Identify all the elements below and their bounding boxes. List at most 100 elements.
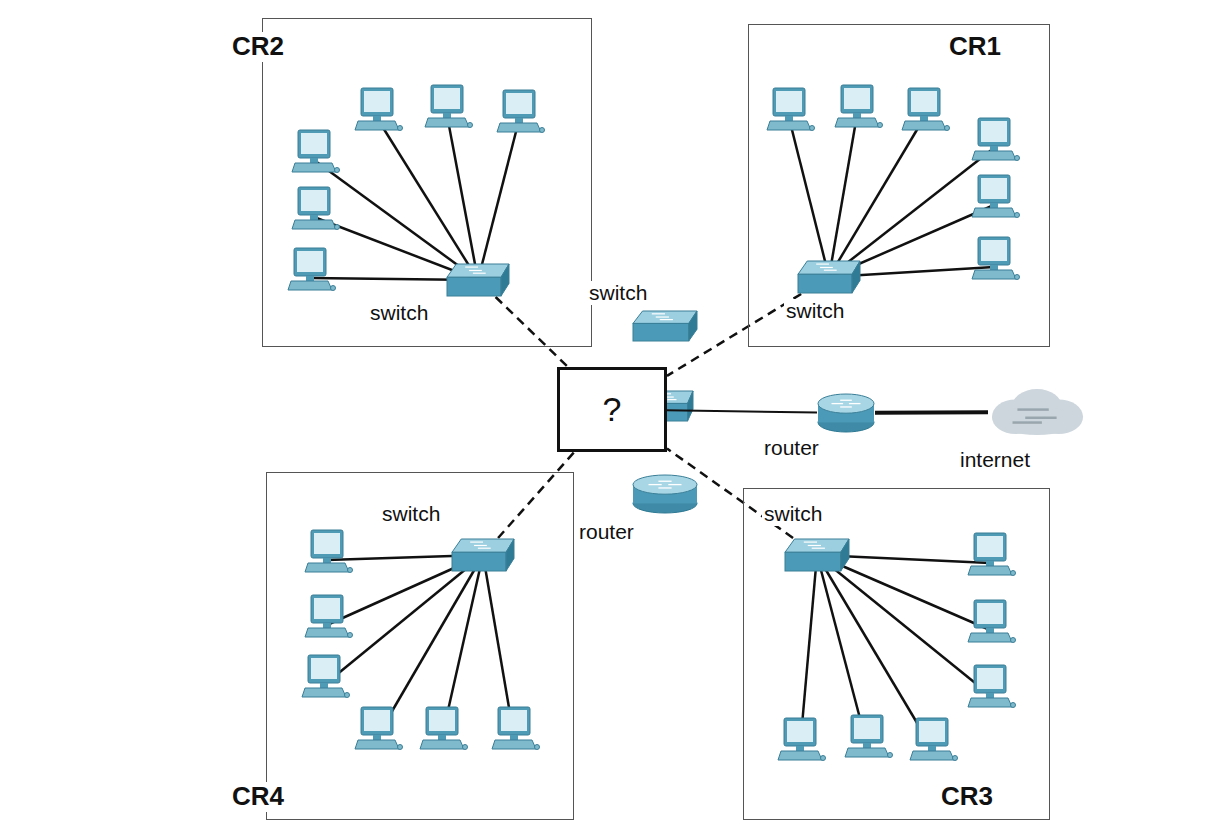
pc-mouse bbox=[335, 168, 340, 173]
switch-top bbox=[633, 311, 697, 323]
switch-arrow bbox=[465, 266, 478, 267]
pc-monitor bbox=[311, 595, 343, 623]
pc-monitor bbox=[298, 130, 330, 158]
router-arrow bbox=[840, 406, 852, 407]
pc-screen bbox=[977, 603, 1003, 624]
pc-icon bbox=[968, 533, 1016, 576]
pc-icon bbox=[492, 707, 540, 750]
dashed-link bbox=[498, 452, 574, 538]
switch-side bbox=[689, 311, 697, 341]
pc-icon bbox=[910, 718, 958, 761]
pc-stand bbox=[306, 276, 314, 281]
pc-icon bbox=[972, 118, 1020, 161]
network-cable bbox=[667, 410, 817, 412]
pc-mouse bbox=[348, 568, 353, 573]
pc-icon bbox=[972, 237, 1020, 280]
switch-arrow bbox=[804, 541, 817, 542]
pc-mouse bbox=[398, 745, 403, 750]
switch-arrow bbox=[478, 548, 491, 549]
pc-stand bbox=[986, 693, 994, 698]
pc-screen bbox=[429, 710, 455, 731]
pc-screen bbox=[844, 88, 870, 109]
pc-keyboard bbox=[497, 123, 541, 132]
ethernet-wire bbox=[829, 118, 924, 277]
router-arrow bbox=[649, 484, 662, 485]
cloud-puff bbox=[998, 406, 1076, 435]
pc-stand bbox=[796, 746, 804, 751]
pc-stand bbox=[373, 116, 381, 121]
pc-monitor bbox=[851, 715, 883, 743]
switch-icon: switch bbox=[784, 538, 850, 572]
pc-mouse bbox=[945, 126, 950, 131]
pc-screen bbox=[506, 93, 532, 114]
pc-screen bbox=[297, 251, 323, 272]
ethernet-wire bbox=[789, 118, 829, 277]
pc-monitor bbox=[773, 88, 805, 116]
device-label: switch bbox=[368, 301, 430, 325]
switch-arrow bbox=[652, 313, 665, 314]
router-icon: router bbox=[817, 393, 875, 433]
router-arrow bbox=[668, 484, 681, 485]
room-title: CR3 bbox=[938, 782, 996, 812]
pc-stand bbox=[510, 735, 518, 740]
pc-screen bbox=[981, 121, 1007, 142]
switch-icon-graphic bbox=[451, 538, 515, 572]
switch-icon: switch bbox=[446, 263, 510, 297]
pc-icon bbox=[845, 715, 893, 758]
pc-monitor bbox=[978, 237, 1010, 265]
pc-keyboard bbox=[288, 281, 332, 290]
pc-monitor bbox=[431, 85, 463, 113]
device-label: router bbox=[577, 520, 636, 544]
room-box: CR4switch bbox=[266, 472, 574, 820]
switch-arrow bbox=[470, 541, 483, 542]
pc-screen bbox=[911, 91, 937, 112]
device-label: internet bbox=[958, 448, 1032, 472]
switch-front bbox=[447, 277, 501, 296]
pc-icon bbox=[305, 530, 353, 573]
pc-icon bbox=[355, 707, 403, 750]
pc-monitor bbox=[974, 665, 1006, 693]
switch-arrow bbox=[816, 263, 829, 264]
pc-stand bbox=[373, 735, 381, 740]
pc-monitor bbox=[294, 248, 326, 276]
pc-screen bbox=[776, 91, 802, 112]
pc-stand bbox=[515, 118, 523, 123]
cloud-streak bbox=[1017, 408, 1048, 411]
switch-front bbox=[798, 274, 852, 293]
pc-screen bbox=[301, 133, 327, 154]
pc-screen bbox=[364, 91, 390, 112]
internet-cloud-graphic bbox=[988, 388, 1086, 436]
router-arrow bbox=[658, 481, 671, 482]
switch-arrow bbox=[667, 399, 676, 400]
switch-top bbox=[452, 539, 514, 552]
pc-monitor bbox=[503, 90, 535, 118]
pc-screen bbox=[977, 668, 1003, 689]
pc-keyboard bbox=[292, 220, 336, 229]
pc-mouse bbox=[821, 756, 826, 761]
pc-stand bbox=[438, 735, 446, 740]
pc-mouse bbox=[1011, 571, 1016, 576]
pc-keyboard bbox=[778, 751, 822, 760]
pc-keyboard bbox=[972, 208, 1016, 217]
switch-side bbox=[841, 539, 849, 571]
switch-side bbox=[688, 391, 693, 421]
pc-screen bbox=[314, 598, 340, 619]
pc-icon bbox=[968, 600, 1016, 643]
pc-stand bbox=[785, 116, 793, 121]
pc-keyboard bbox=[355, 121, 399, 130]
pc-monitor bbox=[978, 175, 1010, 203]
pc-stand bbox=[443, 113, 451, 118]
pc-mouse bbox=[345, 693, 350, 698]
pc-monitor bbox=[298, 187, 330, 215]
router-arrow bbox=[849, 403, 861, 404]
pc-screen bbox=[919, 721, 945, 742]
switch-arrow bbox=[808, 545, 821, 546]
pc-stand bbox=[323, 558, 331, 563]
pc-icon bbox=[972, 175, 1020, 218]
pc-stand bbox=[323, 623, 331, 628]
switch-side bbox=[506, 539, 514, 571]
switch-arrow bbox=[473, 273, 486, 274]
pc-monitor bbox=[361, 88, 393, 116]
pc-mouse bbox=[953, 756, 958, 761]
room-box: CR2switch bbox=[262, 18, 592, 347]
